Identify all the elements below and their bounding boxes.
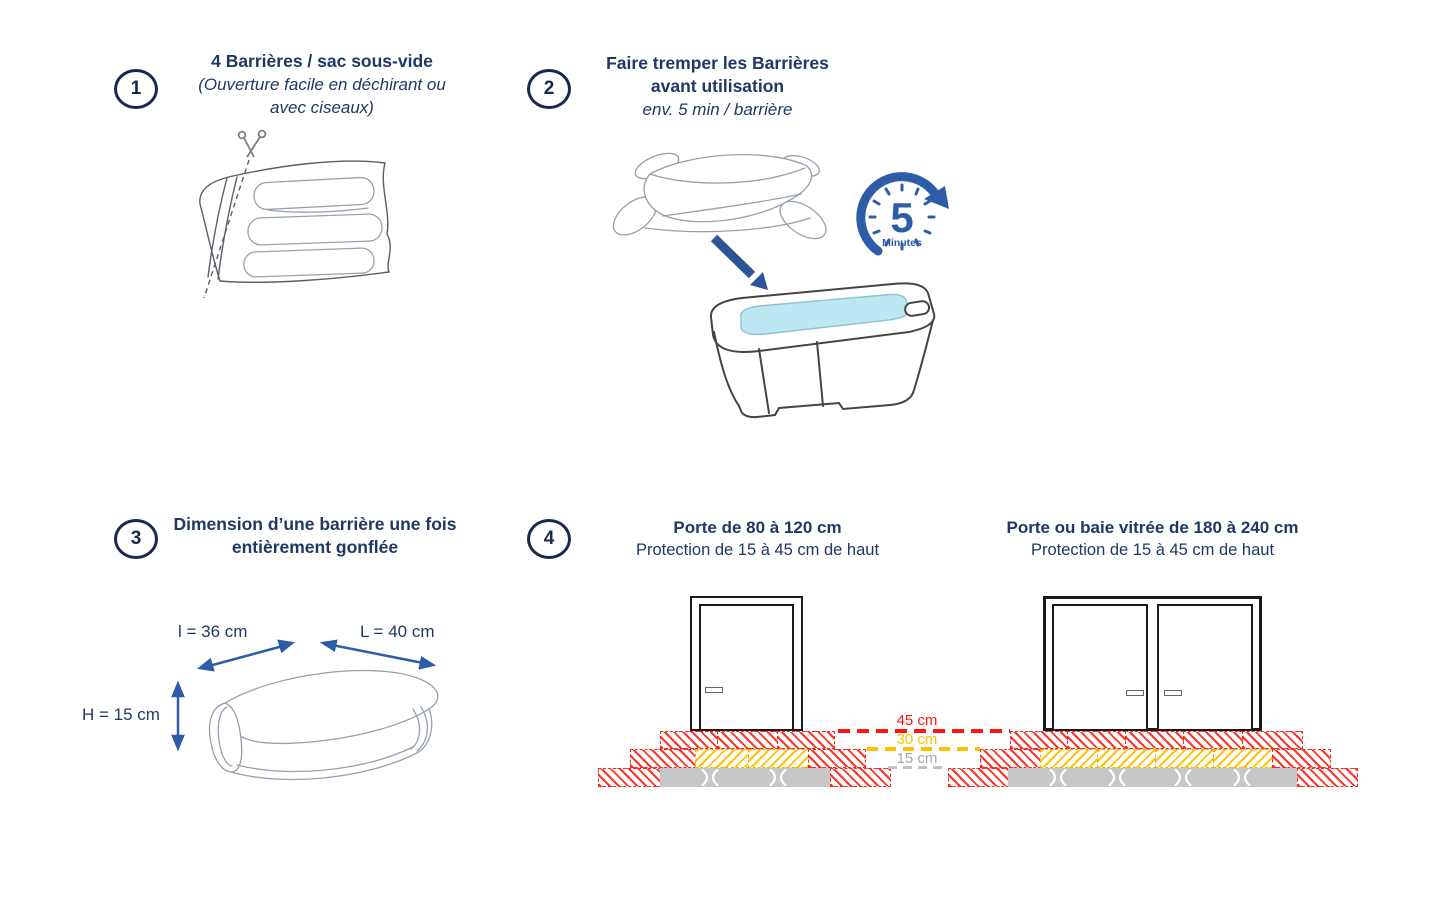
barrier-block-red [1242, 731, 1303, 749]
barrier-block-yellow [1097, 749, 1156, 768]
barrier-block-red [980, 749, 1041, 768]
step-1-title: 4 Barrières / sac sous-vide [211, 51, 433, 71]
width-dimension-label: l = 36 cm [178, 622, 248, 641]
single-door-subtitle: Protection de 15 à 45 cm de haut [635, 541, 880, 559]
step-3-number: 3 [130, 528, 142, 549]
level-line-15cm [888, 766, 948, 769]
timer-unit: Minutes [882, 237, 922, 249]
scissors-icon [237, 129, 267, 158]
step-2-subtitle: env. 5 min / barrière [642, 100, 793, 119]
step-1-header: 4 Barrières / sac sous-vide (Ouverture f… [162, 50, 482, 119]
step-3-number-badge: 3 [114, 519, 158, 559]
barrier-block-gray [660, 768, 831, 787]
level-line-45cm [838, 729, 1010, 733]
tub-body [713, 319, 934, 419]
barrier-block-gray [1008, 768, 1298, 787]
step-1-number: 1 [130, 78, 142, 99]
step-2-number-badge: 2 [527, 69, 571, 109]
step-2-header: Faire tremper les Barrières avant utilis… [585, 52, 850, 121]
barrier-block-red [1297, 768, 1358, 787]
double-door-left-panel [1052, 604, 1148, 731]
barrier-block-red [1067, 731, 1126, 749]
double-door-left-handle [1126, 690, 1144, 696]
level-line-30cm [867, 747, 980, 751]
timer-arc [856, 172, 941, 256]
cut-line [203, 159, 250, 299]
tub-handle [904, 300, 931, 317]
barrier-block-yellow [1213, 749, 1273, 768]
barrier-block-red [660, 731, 718, 749]
double-door-subtitle: Protection de 15 à 45 cm de haut [1030, 541, 1275, 559]
water-tub-sketch [710, 282, 936, 419]
length-dimension-label: L = 40 cm [360, 622, 435, 641]
double-door-title: Porte ou baie vitrée de 180 à 240 cm [1006, 518, 1299, 537]
barrier-block-red [630, 749, 696, 768]
step-3-title: Dimension d’une barrière une fois entièr… [173, 514, 457, 557]
height-arrow-icon [171, 680, 185, 752]
barrier-block-red [1183, 731, 1243, 749]
step-3-header: Dimension d’une barrière une fois entièr… [160, 513, 470, 559]
barrier-block-red [1272, 749, 1331, 768]
level-label-45cm: 45 cm [896, 712, 938, 729]
single-door-header: Porte de 80 à 120 cm Protection de 15 à … [615, 516, 900, 561]
length-arrow-icon [319, 639, 437, 670]
step-4-number: 4 [543, 528, 555, 549]
timer-5-minutes-icon: 5 Minutes [856, 172, 949, 256]
gray-barrier-end-marks [1049, 768, 1251, 787]
barrier-block-red [598, 768, 661, 787]
timer-value: 5 [890, 194, 913, 241]
clock-ticks [868, 183, 936, 251]
timer-arrowhead [924, 186, 949, 209]
barrier-block-red [948, 768, 1009, 787]
barrier-block-red [717, 731, 778, 749]
barrier-block-yellow [1040, 749, 1098, 768]
cushion-outline [208, 669, 439, 781]
step-2-number: 2 [543, 78, 555, 99]
double-door-right-panel [1157, 604, 1253, 731]
level-label-30cm: 30 cm [896, 731, 938, 748]
dimension-arrows [171, 639, 437, 752]
barrier-block-yellow [748, 749, 809, 768]
bag-outline [199, 160, 391, 283]
barrier-block-yellow [1155, 749, 1214, 768]
barrier-block-red [808, 749, 866, 768]
barrier-block-yellow [695, 749, 749, 768]
level-label-15cm: 15 cm [896, 750, 938, 767]
step-4-number-badge: 4 [527, 519, 571, 559]
barrier-block-red [1010, 731, 1068, 749]
barrier-block-red [777, 731, 835, 749]
barrier-block-red [830, 768, 891, 787]
step-2-title: Faire tremper les Barrières avant utilis… [606, 53, 829, 96]
step-1-subtitle: (Ouverture facile en déchirant ou avec c… [198, 75, 446, 117]
vacuum-bag-sketch [199, 129, 391, 299]
single-door-title: Porte de 80 à 120 cm [673, 518, 842, 537]
step-1-number-badge: 1 [114, 69, 158, 109]
double-door-right-handle [1164, 690, 1182, 696]
barrier-block-red [1125, 731, 1184, 749]
barrier-tubes-sketch [243, 176, 383, 278]
deflated-barrier-sketch [612, 152, 827, 240]
height-dimension-label: H = 15 cm [82, 705, 160, 724]
single-door-handle [705, 687, 723, 693]
double-door-header: Porte ou baie vitrée de 180 à 240 cm Pro… [980, 516, 1325, 561]
barrier-sheet [643, 154, 813, 233]
width-arrow-icon [196, 639, 296, 672]
gray-barrier-end-marks [701, 768, 787, 787]
dip-arrow-icon [710, 234, 768, 290]
inflated-barrier-sketch [208, 669, 439, 781]
single-door-panel [699, 604, 794, 731]
